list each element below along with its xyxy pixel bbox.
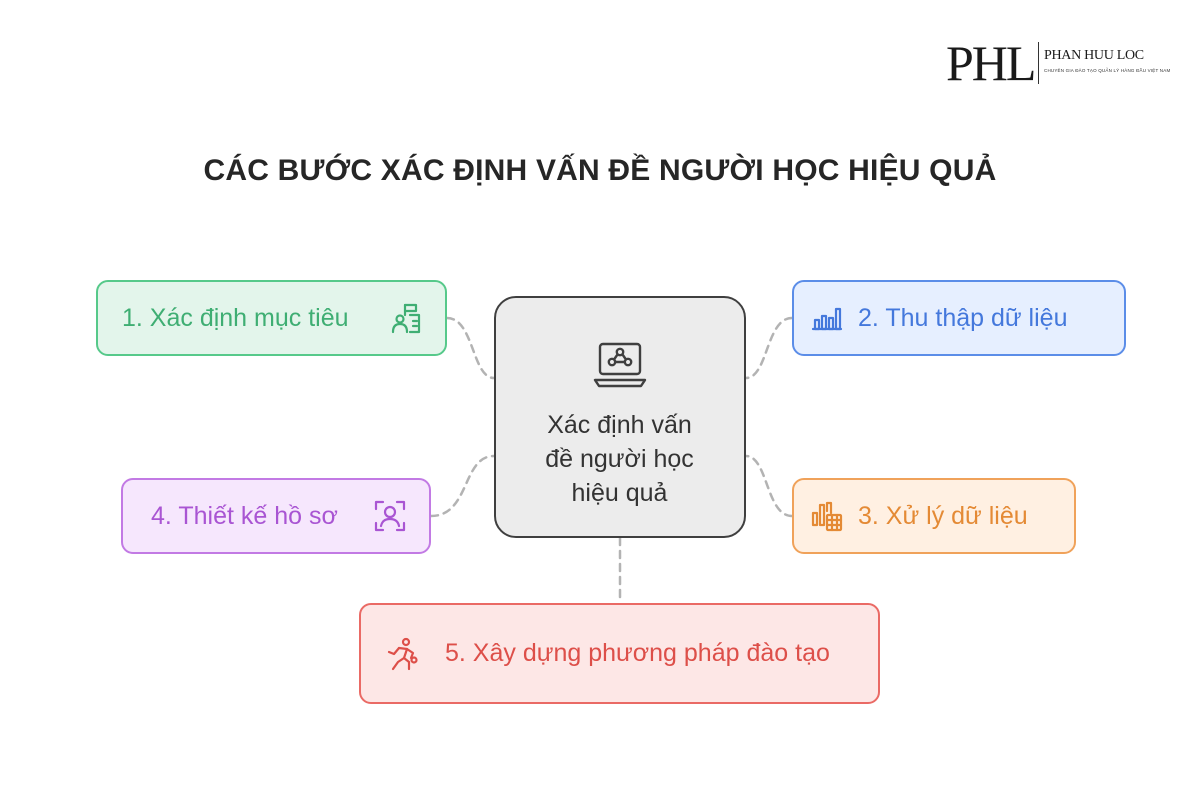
training-person-icon [385, 637, 419, 671]
data-processing-icon [810, 499, 844, 533]
step-3-box: 3. Xử lý dữ liệu [792, 478, 1076, 554]
connector-step-1 [445, 316, 496, 380]
goal-target-icon [389, 301, 423, 335]
connector-step-2 [744, 316, 794, 380]
center-node: Xác định vấn đề người học hiệu quả [494, 296, 746, 538]
profile-scan-icon [373, 499, 407, 533]
laptop-people-icon [592, 336, 648, 392]
logo-mark: PHL [946, 35, 1036, 91]
step-5-box: 5. Xây dựng phương pháp đào tạo [359, 603, 880, 704]
brand-logo: PHL PHAN HUU LOC CHUYÊN GIA ĐÀO TẠO QUẢN… [944, 35, 1171, 91]
connector-step-3 [744, 454, 794, 518]
center-label: Xác định vấn đề người học hiệu quả [545, 411, 694, 507]
step-3-label: 3. Xử lý dữ liệu [858, 501, 1028, 530]
logo-tagline: CHUYÊN GIA ĐÀO TẠO QUẢN LÝ HÀNG ĐẦU VIỆT… [1044, 68, 1171, 73]
step-4-label: 4. Thiết kế hồ sơ [151, 501, 338, 530]
connector-step-4 [429, 454, 496, 518]
page-title: CÁC BƯỚC XÁC ĐỊNH VẤN ĐỀ NGƯỜI HỌC HIỆU … [203, 154, 997, 187]
step-4-box: 4. Thiết kế hồ sơ [121, 478, 431, 554]
step-1-label: 1. Xác định mục tiêu [122, 303, 349, 332]
step-5-label: 5. Xây dựng phương pháp đào tạo [445, 639, 830, 667]
bar-chart-icon [810, 301, 844, 335]
step-2-box: 2. Thu thập dữ liệu [792, 280, 1126, 356]
logo-divider [1038, 42, 1039, 84]
logo-name: PHAN HUU LOC [1044, 48, 1144, 63]
step-1-box: 1. Xác định mục tiêu [96, 280, 447, 356]
step-2-label: 2. Thu thập dữ liệu [858, 303, 1068, 332]
